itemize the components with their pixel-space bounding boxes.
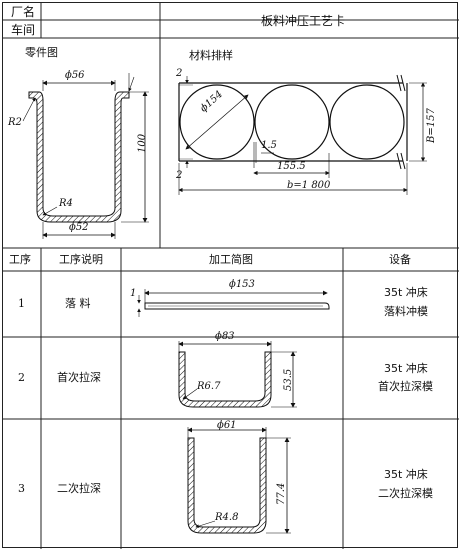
- row2-dim-height: 53.5: [283, 368, 294, 391]
- dim-cup-height: 100: [137, 133, 148, 153]
- row3-step: 3: [18, 482, 25, 495]
- col-header-equipment: 设备: [389, 253, 411, 266]
- row3-dim-height: 77.4: [276, 482, 287, 505]
- dim-strip-width: B=157: [426, 108, 437, 143]
- row1-dim-thickness: 1: [130, 288, 137, 299]
- dim-pitch: 155.5: [277, 161, 306, 172]
- row3-dim-radius: R4.8: [215, 512, 239, 523]
- strip-layout-drawing: [178, 74, 427, 195]
- card-title: 板料冲压工艺卡: [261, 14, 346, 28]
- blank-sketch: [137, 289, 330, 317]
- row1-step: 1: [18, 297, 25, 310]
- header-grid: [3, 3, 459, 549]
- row1-desc: 落 料: [65, 297, 91, 310]
- row3-equipment-press: 35t 冲床: [384, 468, 428, 481]
- part-drawing-cup: [22, 73, 149, 239]
- row1-equipment-die: 落料冲模: [384, 305, 428, 318]
- part-drawing-title: 零件图: [25, 46, 58, 59]
- factory-label: 厂名: [11, 5, 36, 19]
- row2-equipment-press: 35t 冲床: [384, 362, 428, 375]
- row3-desc: 二次拉深: [57, 482, 101, 495]
- dim-top-diameter: ϕ56: [65, 70, 85, 81]
- col-header-sketch: 加工简图: [209, 253, 253, 266]
- row2-equipment-die: 首次拉深模: [378, 380, 433, 393]
- row3-equipment-die: 二次拉深模: [378, 487, 433, 500]
- first-draw-sketch: [178, 341, 297, 408]
- card-drawing: [3, 3, 459, 549]
- workshop-label: 车间: [11, 23, 36, 37]
- col-header-step: 工序: [9, 253, 31, 266]
- dim-bottom-radius: R4: [59, 198, 73, 209]
- col-header-desc: 工序说明: [59, 253, 103, 266]
- layout-drawing-title: 材料排样: [189, 49, 233, 62]
- row3-dim-diameter: ϕ61: [217, 420, 237, 431]
- dim-margin-bottom: 2: [176, 170, 183, 181]
- row2-step: 2: [18, 371, 25, 384]
- row2-desc: 首次拉深: [57, 371, 101, 384]
- row2-dim-radius: R6.7: [197, 381, 221, 392]
- dim-top-radius: R2: [8, 117, 22, 128]
- row2-dim-diameter: ϕ83: [215, 331, 235, 342]
- dim-gap: 1.5: [261, 140, 277, 151]
- dim-bottom-diameter: ϕ52: [69, 222, 89, 233]
- row1-equipment-press: 35t 冲床: [384, 286, 428, 299]
- row1-dim-diameter: ϕ153: [229, 279, 255, 290]
- dim-margin-top: 2: [176, 68, 183, 79]
- dim-strip-length: b=1 800: [287, 180, 331, 191]
- second-draw-sketch: [187, 427, 291, 534]
